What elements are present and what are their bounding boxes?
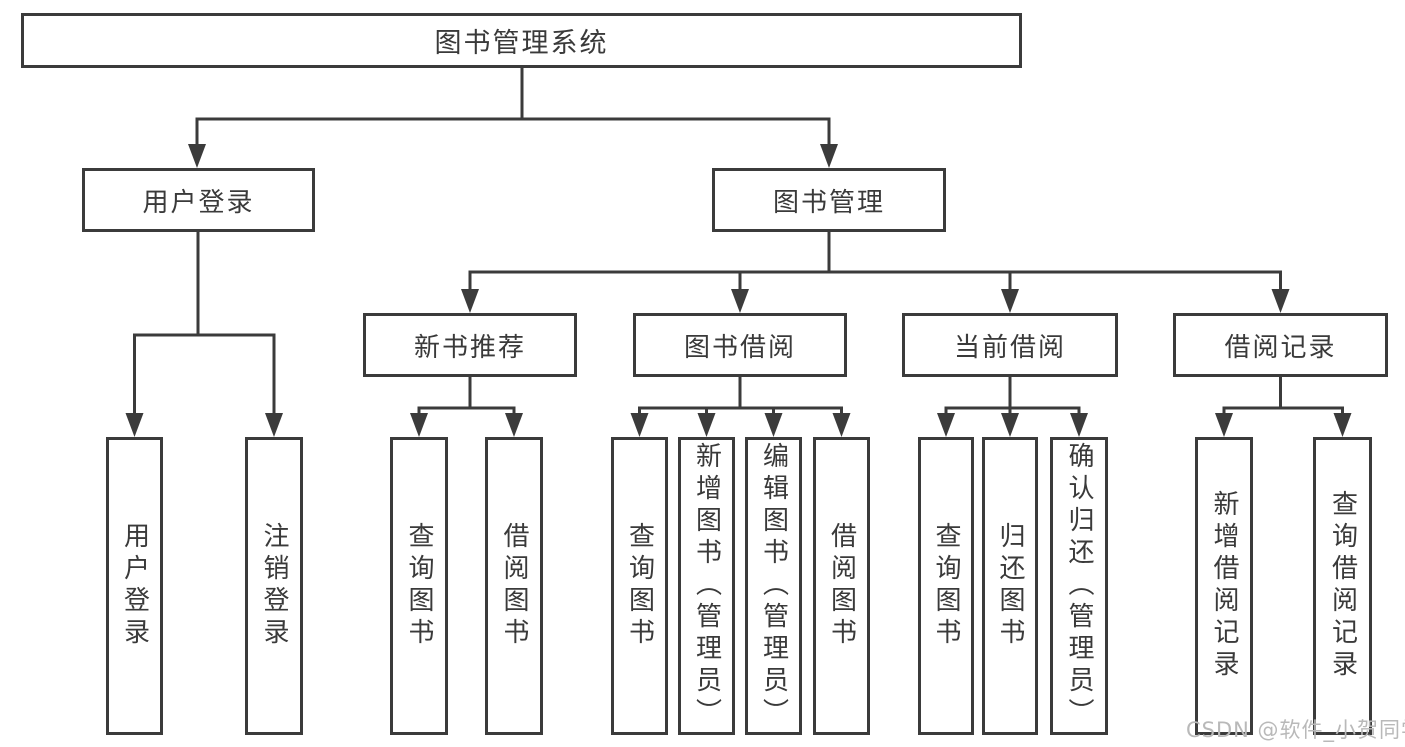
leaf-add-borrow-record: 新增借阅记录 [1195,437,1253,735]
node-new-book-recommend: 新书推荐 [363,313,577,377]
node-borrow-records: 借阅记录 [1173,313,1388,377]
leaf-add-books-admin: 新增图书（管理员） [678,437,735,735]
leaf-query-books-borrow: 查询图书 [611,437,668,735]
node-current-borrow: 当前借阅 [902,313,1118,377]
leaf-logout: 注销登录 [245,437,303,735]
leaf-return-books: 归还图书 [982,437,1038,735]
node-user-login: 用户登录 [82,168,315,232]
node-book-management: 图书管理 [712,168,946,232]
leaf-borrow-books-recommend: 借阅图书 [485,437,543,735]
leaf-user-login: 用户登录 [106,437,163,735]
leaf-query-borrow-record: 查询借阅记录 [1313,437,1372,735]
leaf-confirm-return-admin: 确认归还（管理员） [1050,437,1108,735]
leaf-edit-books-admin: 编辑图书（管理员） [745,437,802,735]
node-book-borrow: 图书借阅 [633,313,847,377]
node-library-management-system: 图书管理系统 [21,13,1022,68]
leaf-query-books-recommend: 查询图书 [390,437,448,735]
leaf-query-books-current: 查询图书 [918,437,974,735]
leaf-borrow-books: 借阅图书 [813,437,870,735]
